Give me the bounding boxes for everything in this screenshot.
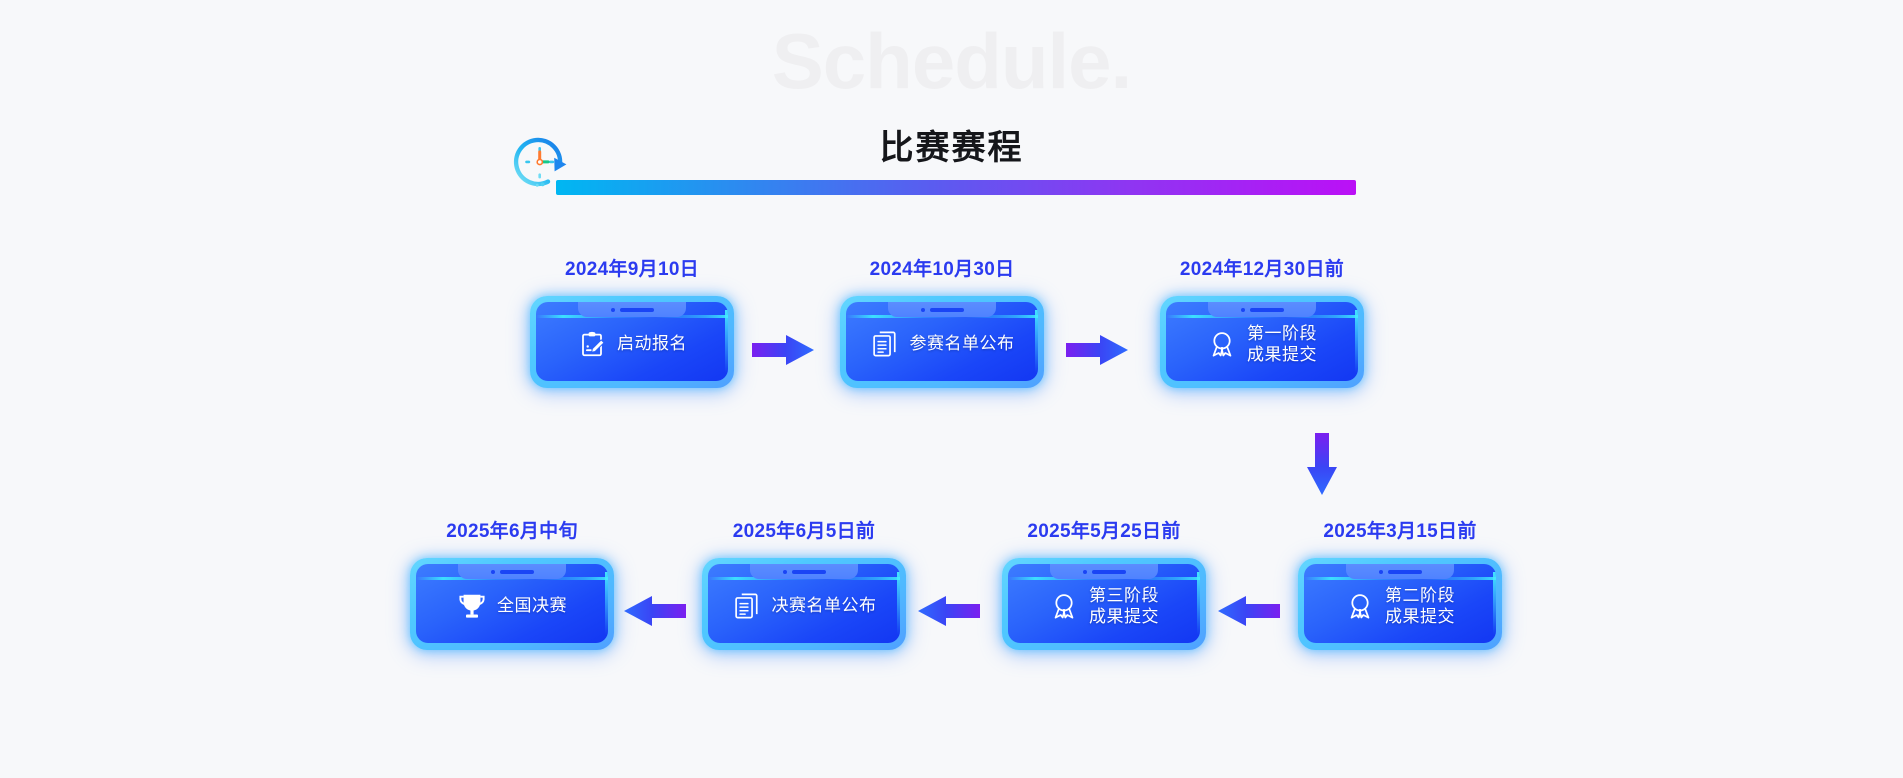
- arrow-right-1: [752, 333, 814, 367]
- card-glow-right: [897, 572, 900, 635]
- node-card[interactable]: 参赛名单公布: [840, 296, 1044, 388]
- timeline-node-disanjieduan[interactable]: 2025年5月25日前: [1002, 520, 1206, 650]
- notch-dot-icon: [1082, 569, 1087, 574]
- node-card[interactable]: 启动报名: [530, 296, 734, 388]
- card-notch: [458, 564, 566, 579]
- card-label: 第二阶段 成果提交: [1385, 585, 1455, 626]
- clipboard-pen-icon: [577, 329, 607, 359]
- node-date: 2025年6月5日前: [732, 521, 876, 542]
- card-glow-right: [605, 572, 608, 635]
- notch-bar-icon: [1387, 569, 1422, 574]
- node-card[interactable]: 第二阶段 成果提交: [1298, 558, 1502, 650]
- card-glow-right: [1197, 572, 1200, 635]
- header-gradient-rule: [556, 180, 1356, 195]
- card-notch: [1050, 564, 1158, 579]
- card-face: 全国决赛: [416, 564, 608, 643]
- document-list-icon: [870, 329, 900, 359]
- timeline-node-diyijieduan[interactable]: 2024年12月30日前: [1160, 258, 1364, 388]
- timeline-node-qidongbaoming[interactable]: 2024年9月10日: [530, 258, 734, 388]
- card-notch: [1208, 302, 1316, 317]
- node-date: 2024年9月10日: [565, 259, 699, 280]
- timeline-node-canshaimingdan[interactable]: 2024年10月30日: [840, 258, 1044, 388]
- node-card[interactable]: 决赛名单公布: [702, 558, 906, 650]
- document-list-icon: [732, 591, 762, 621]
- trophy-icon: [457, 591, 487, 621]
- notch-dot-icon: [490, 569, 495, 574]
- page-title: 比赛赛程: [879, 129, 1024, 167]
- card-face: 启动报名: [536, 302, 728, 381]
- card-notch: [578, 302, 686, 317]
- node-card[interactable]: 全国决赛: [410, 558, 614, 650]
- card-face: 参赛名单公布: [846, 302, 1038, 381]
- card-notch: [1346, 564, 1454, 579]
- award-ribbon-icon: [1345, 591, 1375, 621]
- card-content: 第二阶段 成果提交: [1304, 564, 1496, 643]
- notch-dot-icon: [610, 307, 615, 312]
- card-content: 第三阶段 成果提交: [1008, 564, 1200, 643]
- notch-dot-icon: [920, 307, 925, 312]
- card-face: 第一阶段 成果提交: [1166, 302, 1358, 381]
- node-date: 2024年10月30日: [869, 259, 1015, 280]
- card-glow-right: [1493, 572, 1496, 635]
- node-date: 2025年5月25日前: [1027, 521, 1181, 542]
- card-content: 决赛名单公布: [708, 564, 900, 643]
- arrow-left-3: [1218, 594, 1280, 628]
- arrow-left-1: [624, 594, 686, 628]
- card-label: 参赛名单公布: [909, 334, 1015, 353]
- award-ribbon-icon: [1049, 591, 1079, 621]
- notch-bar-icon: [1091, 569, 1126, 574]
- timeline-node-juesaimingdan[interactable]: 2025年6月5日前: [702, 520, 906, 650]
- notch-dot-icon: [1378, 569, 1383, 574]
- node-card[interactable]: 第三阶段 成果提交: [1002, 558, 1206, 650]
- notch-bar-icon: [499, 569, 534, 574]
- notch-dot-icon: [1240, 307, 1245, 312]
- notch-bar-icon: [619, 307, 654, 312]
- card-glow-right: [1035, 310, 1038, 373]
- card-label: 启动报名: [617, 334, 687, 353]
- card-content: 启动报名: [536, 302, 728, 381]
- card-label: 第一阶段 成果提交: [1247, 323, 1317, 364]
- watermark-schedule: Schedule.: [771, 17, 1132, 105]
- card-face: 第二阶段 成果提交: [1304, 564, 1496, 643]
- arrow-right-2: [1066, 333, 1128, 367]
- notch-bar-icon: [1249, 307, 1284, 312]
- timeline-row-1: 2024年9月10日: [0, 258, 1903, 418]
- card-label: 决赛名单公布: [771, 596, 877, 615]
- arrow-down-1: [1305, 433, 1339, 495]
- card-content: 全国决赛: [416, 564, 608, 643]
- card-label: 第三阶段 成果提交: [1089, 585, 1159, 626]
- timeline-node-quanguojuesai[interactable]: 2025年6月中旬: [410, 520, 614, 650]
- card-notch: [888, 302, 996, 317]
- timeline-row-2: 2025年6月中旬: [0, 520, 1903, 680]
- node-date: 2024年12月30日前: [1179, 259, 1345, 280]
- card-glow-right: [725, 310, 728, 373]
- card-face: 第三阶段 成果提交: [1008, 564, 1200, 643]
- arrow-left-2: [918, 594, 980, 628]
- card-glow-right: [1355, 310, 1358, 373]
- card-face: 决赛名单公布: [708, 564, 900, 643]
- node-card[interactable]: 第一阶段 成果提交: [1160, 296, 1364, 388]
- card-label: 全国决赛: [497, 596, 567, 615]
- award-ribbon-icon: [1207, 329, 1237, 359]
- timeline-node-dierjieduan[interactable]: 2025年3月15日前: [1298, 520, 1502, 650]
- card-notch: [750, 564, 858, 579]
- node-date: 2025年6月中旬: [446, 521, 578, 542]
- notch-dot-icon: [782, 569, 787, 574]
- card-content: 第一阶段 成果提交: [1166, 302, 1358, 381]
- card-content: 参赛名单公布: [846, 302, 1038, 381]
- notch-bar-icon: [929, 307, 964, 312]
- notch-bar-icon: [791, 569, 826, 574]
- node-date: 2025年3月15日前: [1323, 521, 1477, 542]
- clock-arrow-icon: [504, 126, 576, 198]
